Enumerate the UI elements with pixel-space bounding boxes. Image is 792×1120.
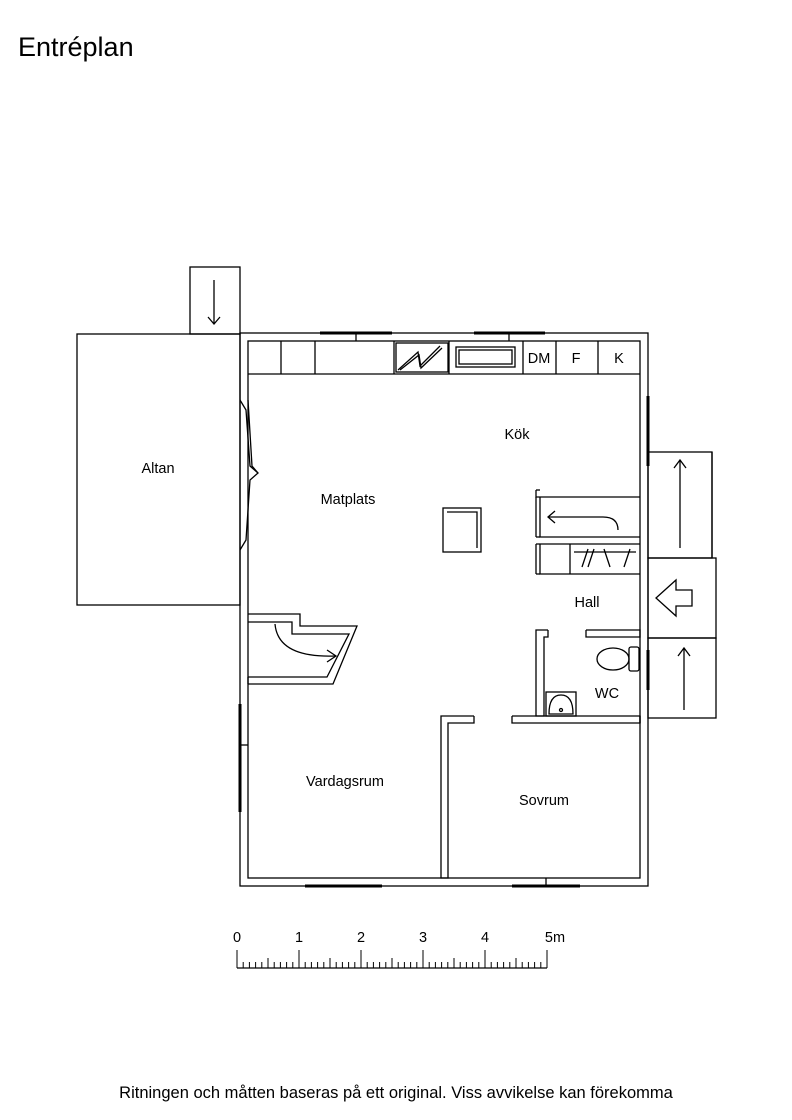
scale-label: 2 bbox=[357, 930, 365, 946]
room-label-matplats: Matplats bbox=[321, 492, 376, 508]
scale-label: 0 bbox=[233, 930, 241, 946]
window-bottom-2 bbox=[512, 878, 580, 888]
stove-icon bbox=[395, 342, 449, 373]
room-label-altan: Altan bbox=[141, 461, 174, 477]
appliance-label-dm: DM bbox=[528, 351, 551, 367]
room-label-sovrum: Sovrum bbox=[519, 793, 569, 809]
scale-label: 1 bbox=[295, 930, 303, 946]
scale-bar: 0 1 2 3 4 5m bbox=[233, 930, 565, 969]
toilet-icon bbox=[596, 646, 640, 672]
sink-icon bbox=[455, 346, 516, 368]
room-label-wc: WC bbox=[595, 686, 619, 702]
stair-arrow-icon bbox=[274, 623, 338, 663]
interior-wall-wc bbox=[535, 629, 641, 717]
step-arrow-up-icon bbox=[673, 458, 687, 548]
page-title: Entréplan bbox=[18, 32, 134, 62]
appliance-label-k: K bbox=[614, 351, 624, 367]
fireplace-pillar bbox=[442, 507, 482, 553]
hall-closet bbox=[535, 489, 640, 575]
scale-label: 3 bbox=[419, 930, 427, 946]
staircase bbox=[247, 613, 358, 685]
room-label-hall: Hall bbox=[575, 595, 600, 611]
room-label-vardagsrum: Vardagsrum bbox=[306, 774, 384, 790]
window-left-vardagsrum bbox=[238, 704, 248, 812]
interior-wall-bedroom bbox=[440, 715, 641, 879]
coat-rack-icon bbox=[574, 548, 636, 568]
closet-arrow-icon bbox=[547, 510, 619, 531]
entrance-steps bbox=[647, 451, 717, 719]
appliance-label-f: F bbox=[572, 351, 581, 367]
altan-entry-arrow-icon bbox=[207, 280, 221, 325]
footer-note: Ritningen och måtten baseras på ett orig… bbox=[119, 1084, 673, 1102]
washbasin-icon bbox=[545, 691, 577, 717]
scale-label: 4 bbox=[481, 930, 489, 946]
window-top-1 bbox=[320, 331, 392, 341]
step-arrow-up-icon-lower bbox=[677, 646, 691, 710]
altan-entry-platform bbox=[189, 266, 241, 335]
window-top-2 bbox=[474, 331, 545, 341]
entrance-arrow-icon bbox=[655, 578, 693, 618]
scale-label: 5m bbox=[545, 930, 565, 946]
room-label-kok: Kök bbox=[505, 427, 531, 443]
kitchen-counter bbox=[248, 341, 640, 375]
altan-door bbox=[239, 399, 259, 551]
